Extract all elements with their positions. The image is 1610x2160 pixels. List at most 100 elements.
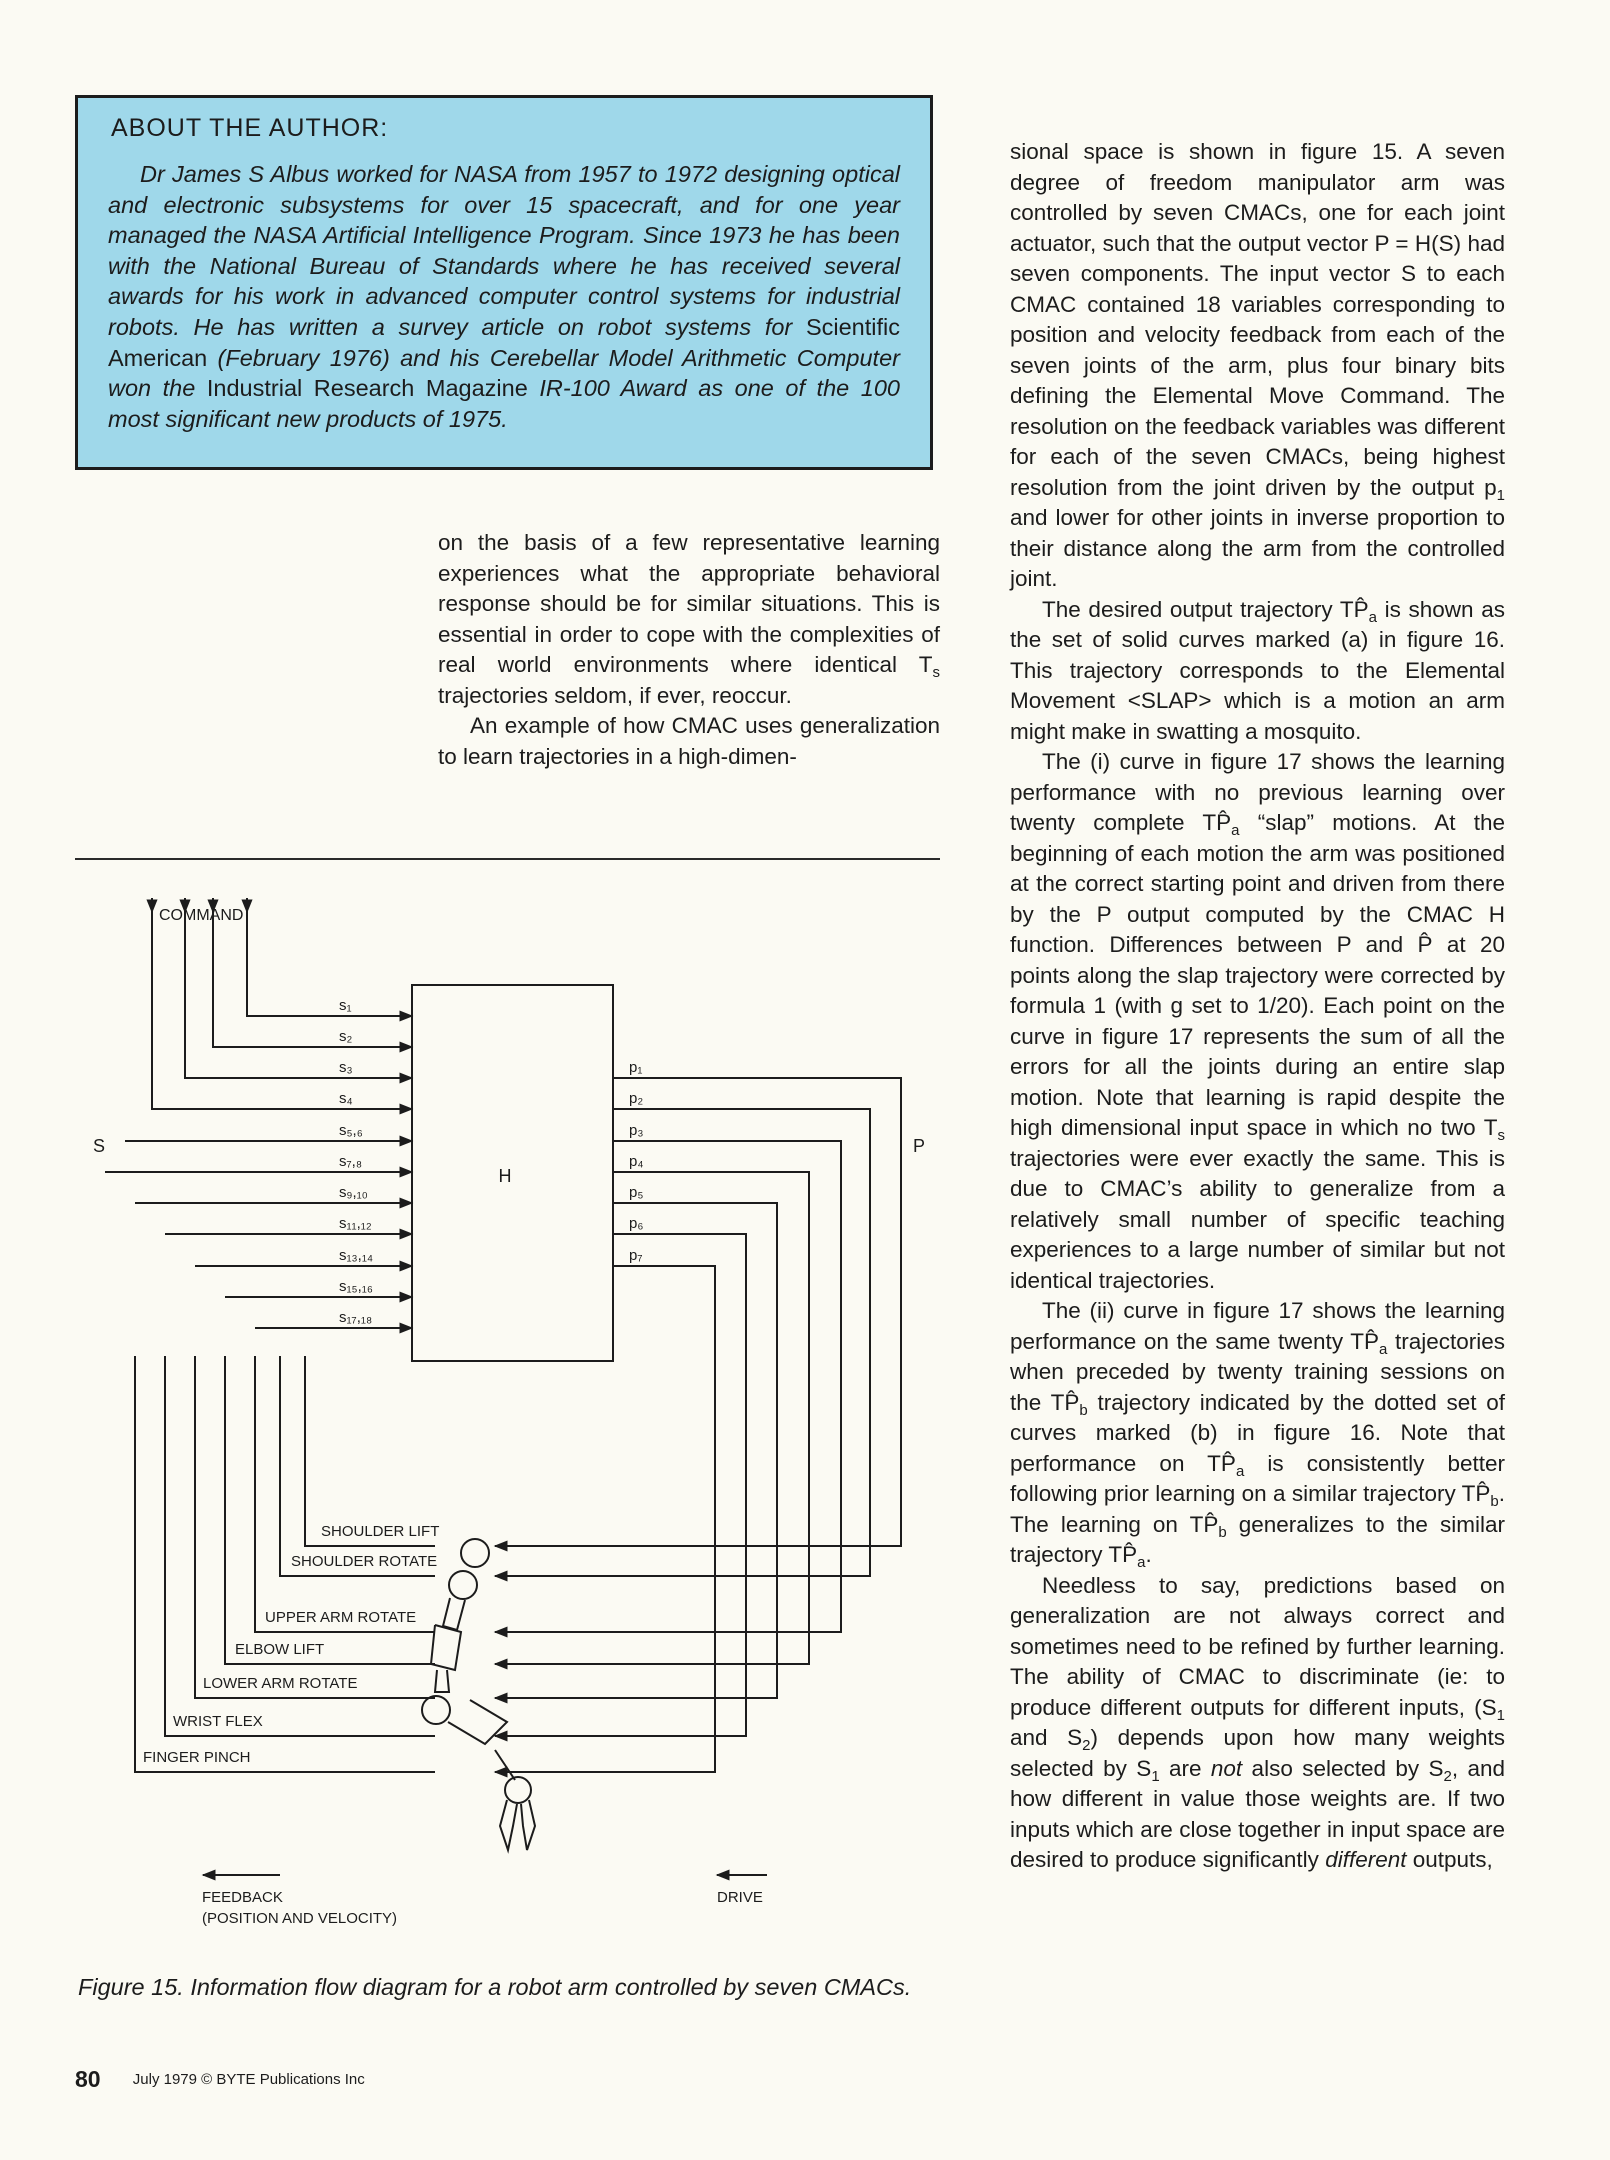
author-bio-run: (February 1976) and his Cerebellar Model… <box>108 344 900 402</box>
subscript: a <box>1137 1554 1146 1571</box>
h-label: H <box>499 1166 512 1186</box>
author-bio: Dr James S Albus worked for NASA from 19… <box>108 159 900 434</box>
output-line-6 <box>493 1233 747 1742</box>
output-label: p₃ <box>629 1122 643 1139</box>
paragraph: The (i) curve in figure 17 shows the lea… <box>1010 747 1505 1296</box>
input-label: s₁₅,₁₆ <box>339 1278 373 1295</box>
about-author-box: ABOUT THE AUTHOR: Dr James S Albus worke… <box>75 95 933 470</box>
input-line-4 <box>151 898 414 1115</box>
joint-label: SHOULDER ROTATE <box>291 1553 437 1570</box>
author-bio-run: IR-100 Award as one of the 100 most sign… <box>108 375 900 432</box>
output-label: p₇ <box>629 1247 643 1264</box>
feedback-line-3 <box>254 1356 435 1633</box>
output-label: p₆ <box>629 1215 643 1232</box>
feedback-line-2 <box>279 1356 435 1577</box>
figure-divider <box>75 858 940 860</box>
arm-joint <box>460 1538 490 1568</box>
text-run: trajectories seldom, if ever, reoccur. <box>438 682 792 708</box>
arm-joint <box>504 1776 532 1804</box>
input-label: s₇,₈ <box>339 1153 362 1170</box>
input-label: s₃ <box>339 1059 353 1076</box>
output-label: p₅ <box>629 1184 643 1201</box>
text-run: generalizes to the similar trajectory TP… <box>1010 1511 1505 1568</box>
text-run: Needless to say, predictions based on ge… <box>1010 1572 1505 1720</box>
text-run: The desired output trajectory TP̂ <box>1042 596 1369 622</box>
arm-segment <box>433 1669 451 1693</box>
input-label: s₉,₁₀ <box>339 1184 368 1201</box>
drive-label: DRIVE <box>717 1889 763 1906</box>
figure-caption: Figure 15. Information flow diagram for … <box>78 1974 912 2000</box>
text-run: on the basis of a few representative lea… <box>438 530 940 677</box>
joint-label: FINGER PINCH <box>143 1749 251 1766</box>
feedback-line-7 <box>134 1356 435 1773</box>
output-label: p₂ <box>629 1090 643 1107</box>
output-line-1 <box>493 1077 902 1552</box>
text-run: not <box>1210 1755 1243 1781</box>
author-bio-run: Dr James S Albus worked for NASA from 19… <box>108 161 900 340</box>
text-run: . The learning on TP̂ <box>1010 1481 1505 1537</box>
subscript: 1 <box>1496 1706 1505 1724</box>
input-label: s₁ <box>339 997 352 1014</box>
text-run: are <box>1159 1755 1211 1781</box>
command-label: COMMAND <box>159 907 243 924</box>
gripper-finger <box>498 1799 518 1854</box>
text-run: The (i) curve in figure 17 shows the lea… <box>1010 749 1505 835</box>
input-line-1 <box>246 898 414 1022</box>
subscript: a <box>1368 608 1377 626</box>
subscript: 1 <box>1496 486 1505 504</box>
gripper-finger <box>520 1799 537 1851</box>
feedback-label: FEEDBACK <box>202 1889 283 1906</box>
arm-joint <box>448 1570 478 1600</box>
feedback-line-4 <box>224 1356 435 1665</box>
p-label: P <box>913 1136 925 1156</box>
input-line-2 <box>212 898 414 1053</box>
subscript: b <box>1079 1401 1088 1419</box>
arm-segment <box>447 1699 509 1746</box>
text-run: trajectory indicated by the dotted set o… <box>1010 1389 1506 1476</box>
text-run: also selected by S <box>1242 1755 1444 1781</box>
arm-joint <box>421 1695 451 1725</box>
input-label: s₁₇,₁₈ <box>339 1309 372 1326</box>
feedback-line-1 <box>304 1356 435 1547</box>
joint-label: WRIST FLEX <box>173 1713 263 1730</box>
text-run: ) depends upon how many weights selected… <box>1010 1725 1505 1781</box>
h-function-box <box>411 984 614 1362</box>
paragraph: on the basis of a few representative lea… <box>438 528 940 711</box>
subscript: 2 <box>1082 1737 1091 1754</box>
text-run: “slap” motions. At the beginning of each… <box>1010 810 1505 1140</box>
joint-label: UPPER ARM ROTATE <box>265 1609 416 1626</box>
text-run: and S <box>1010 1725 1083 1750</box>
subscript: s <box>932 664 941 681</box>
joint-label: LOWER ARM ROTATE <box>203 1675 357 1692</box>
text-run: and lower for other joints in inverse pr… <box>1010 505 1505 591</box>
text-run: is consistently better following prior l… <box>1010 1450 1505 1507</box>
arm-segment <box>494 1749 516 1781</box>
arm-segment <box>429 1624 463 1672</box>
input-label: s₅,₆ <box>339 1122 363 1139</box>
subscript: a <box>1231 822 1240 839</box>
paragraph: Needless to say, predictions based on ge… <box>1010 1571 1505 1876</box>
about-author-heading: ABOUT THE AUTHOR: <box>111 114 389 142</box>
subscript: s <box>1497 1127 1506 1144</box>
text-run: trajectories when preceded by twenty tra… <box>1010 1328 1505 1415</box>
input-line-3 <box>184 898 414 1084</box>
text-run: . <box>1145 1542 1152 1567</box>
paragraph: sional space is shown in figure 15. A se… <box>1010 137 1505 595</box>
input-label: s₁₁,₁₂ <box>339 1215 372 1232</box>
author-bio-run: Scientific American <box>108 313 900 371</box>
text-run: is shown as the set of solid curves mark… <box>1010 596 1505 744</box>
text-run: outputs, <box>1406 1847 1493 1872</box>
text-run: An example of how CMAC uses generalizati… <box>438 713 940 769</box>
footer-publication: July 1979 © BYTE Publications Inc <box>132 2071 365 2088</box>
input-label: s₄ <box>339 1090 353 1107</box>
text-run: trajectories were ever exactly the same.… <box>1010 1145 1505 1293</box>
output-label: p₄ <box>629 1153 643 1170</box>
s-label: S <box>93 1136 105 1156</box>
input-label: s₁₃,₁₄ <box>339 1247 373 1264</box>
subscript: a <box>1379 1340 1388 1358</box>
output-label: p₁ <box>629 1059 642 1076</box>
joint-label: ELBOW LIFT <box>235 1641 324 1658</box>
text-run: different <box>1325 1847 1407 1872</box>
feedback-line-6 <box>164 1356 435 1737</box>
